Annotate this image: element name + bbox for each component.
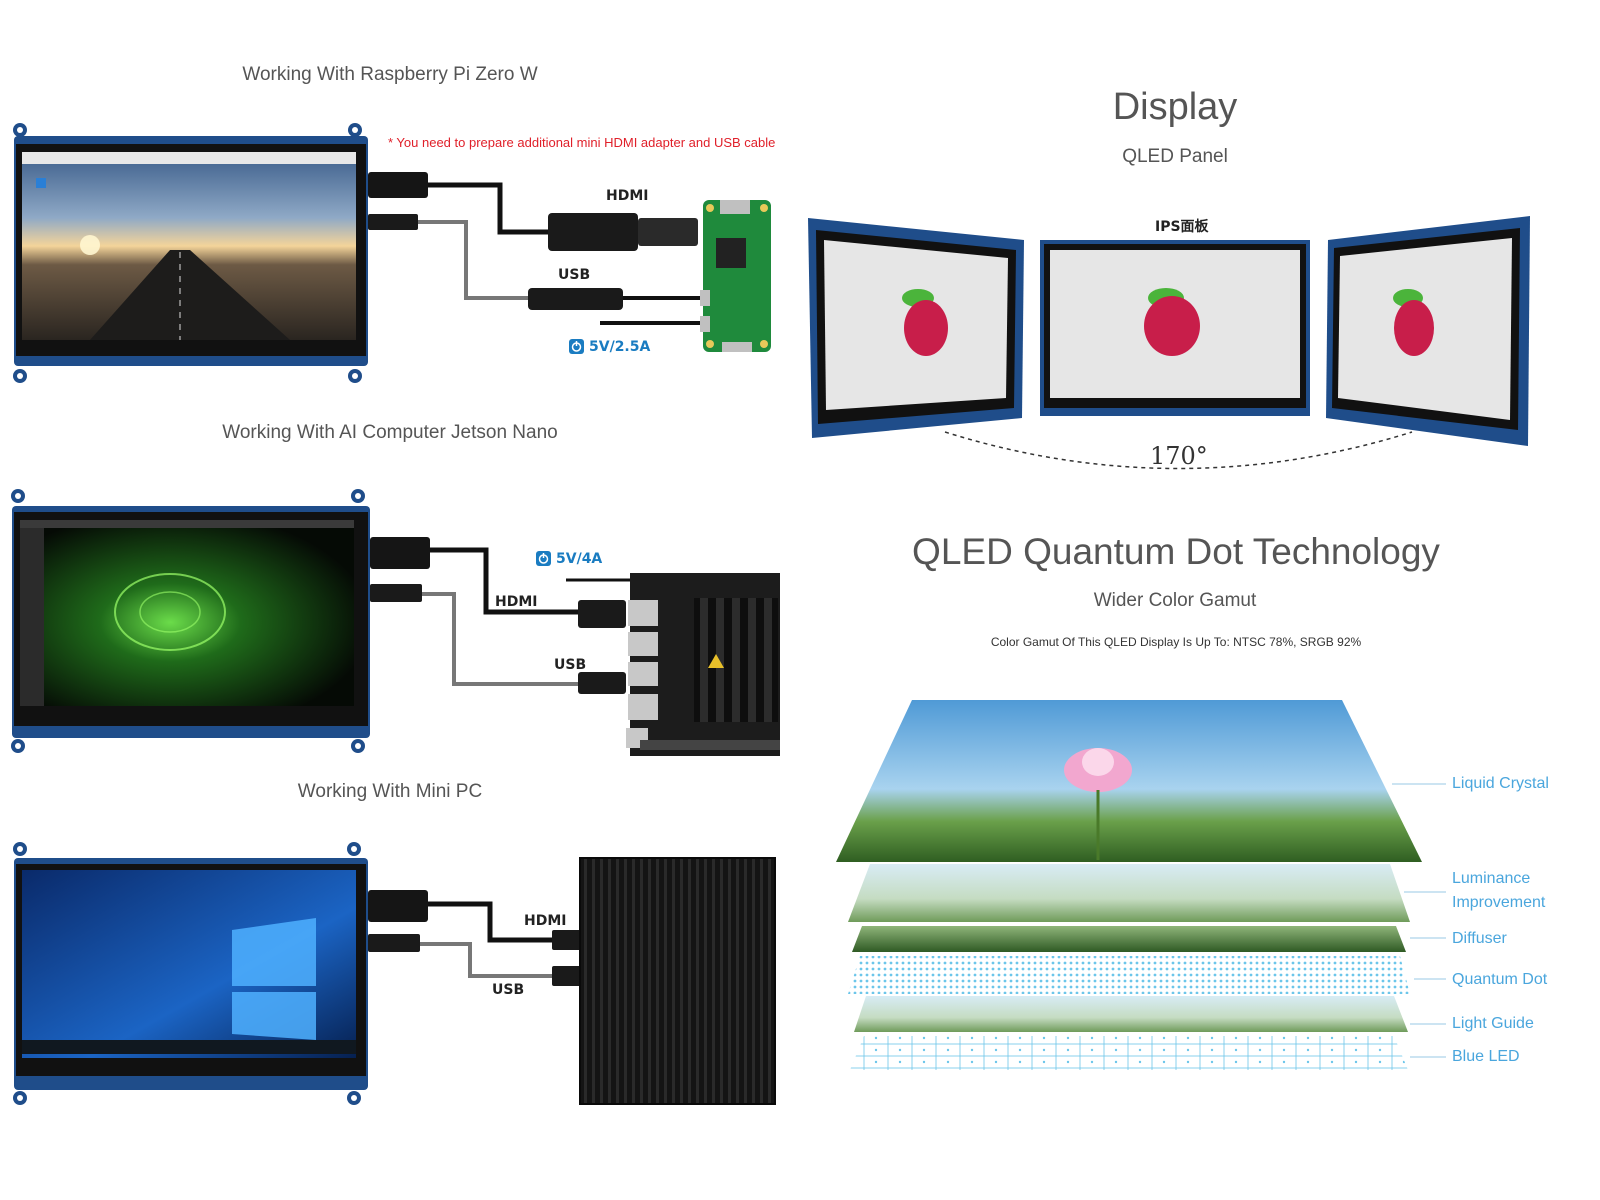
viewing-angle-monitors	[808, 216, 1530, 470]
gamut-note: Color Gamut Of This QLED Display Is Up T…	[990, 635, 1362, 649]
jetson-power-icon	[536, 551, 551, 566]
pi-hdmi-label: HDMI	[606, 188, 649, 204]
jetson-monitor	[11, 489, 370, 753]
label-luminance-2: Improvement	[1452, 894, 1546, 911]
layer-diffuser	[852, 926, 1406, 952]
pi-section-title: Working With Raspberry Pi Zero W	[242, 64, 538, 85]
qled-subtitle: Wider Color Gamut	[1093, 590, 1257, 611]
minipc-cables	[368, 890, 582, 986]
pi-cables	[368, 172, 700, 325]
display-title: Display	[1112, 86, 1238, 128]
raspberry-pi-zero-board	[700, 200, 771, 352]
jetson-usb-label: USB	[554, 657, 587, 673]
angle-arc	[944, 431, 1413, 470]
layer-luminance	[848, 864, 1410, 922]
jetson-section-title: Working With AI Computer Jetson Nano	[222, 422, 558, 443]
pi-power-icon	[569, 339, 584, 354]
label-quantum-dot: Quantum Dot	[1452, 971, 1548, 988]
pi-usb-label: USB	[558, 267, 591, 283]
minipc-section-title: Working With Mini PC	[297, 781, 483, 802]
label-liquid-crystal: Liquid Crystal	[1452, 775, 1549, 792]
pi-note: * You need to prepare additional mini HD…	[388, 135, 776, 150]
qled-title: QLED Quantum Dot Technology	[912, 531, 1440, 572]
minipc-hdmi-label: HDMI	[524, 913, 567, 929]
label-luminance-1: Luminance	[1452, 870, 1531, 887]
mini-pc-box	[579, 857, 776, 1105]
viewing-angle-label: 170°	[1150, 442, 1208, 470]
layer-light-guide	[854, 996, 1408, 1032]
jetson-nano-board	[626, 573, 780, 756]
jetson-power-label: 5V/4A	[556, 551, 603, 567]
layer-quantum-dot	[848, 956, 1410, 994]
label-diffuser: Diffuser	[1452, 930, 1507, 947]
display-subtitle: QLED Panel	[1122, 146, 1228, 167]
layer-liquid-crystal	[836, 700, 1422, 862]
minipc-monitor	[13, 842, 368, 1105]
raspberry-logo-center	[1144, 288, 1200, 356]
layer-blue-led	[850, 1036, 1408, 1070]
pi-power-label: 5V/2.5A	[589, 339, 651, 355]
raspberry-logo-right	[1393, 289, 1434, 356]
ips-label: IPS面板	[1155, 219, 1209, 235]
minipc-usb-label: USB	[492, 982, 525, 998]
pi-monitor	[13, 123, 368, 383]
label-blue-led: Blue LED	[1452, 1048, 1520, 1065]
jetson-hdmi-label: HDMI	[495, 594, 538, 610]
raspberry-logo-left	[902, 289, 948, 356]
qled-layers	[836, 700, 1446, 1070]
label-light-guide: Light Guide	[1452, 1015, 1534, 1032]
jetson-cables	[370, 537, 630, 694]
